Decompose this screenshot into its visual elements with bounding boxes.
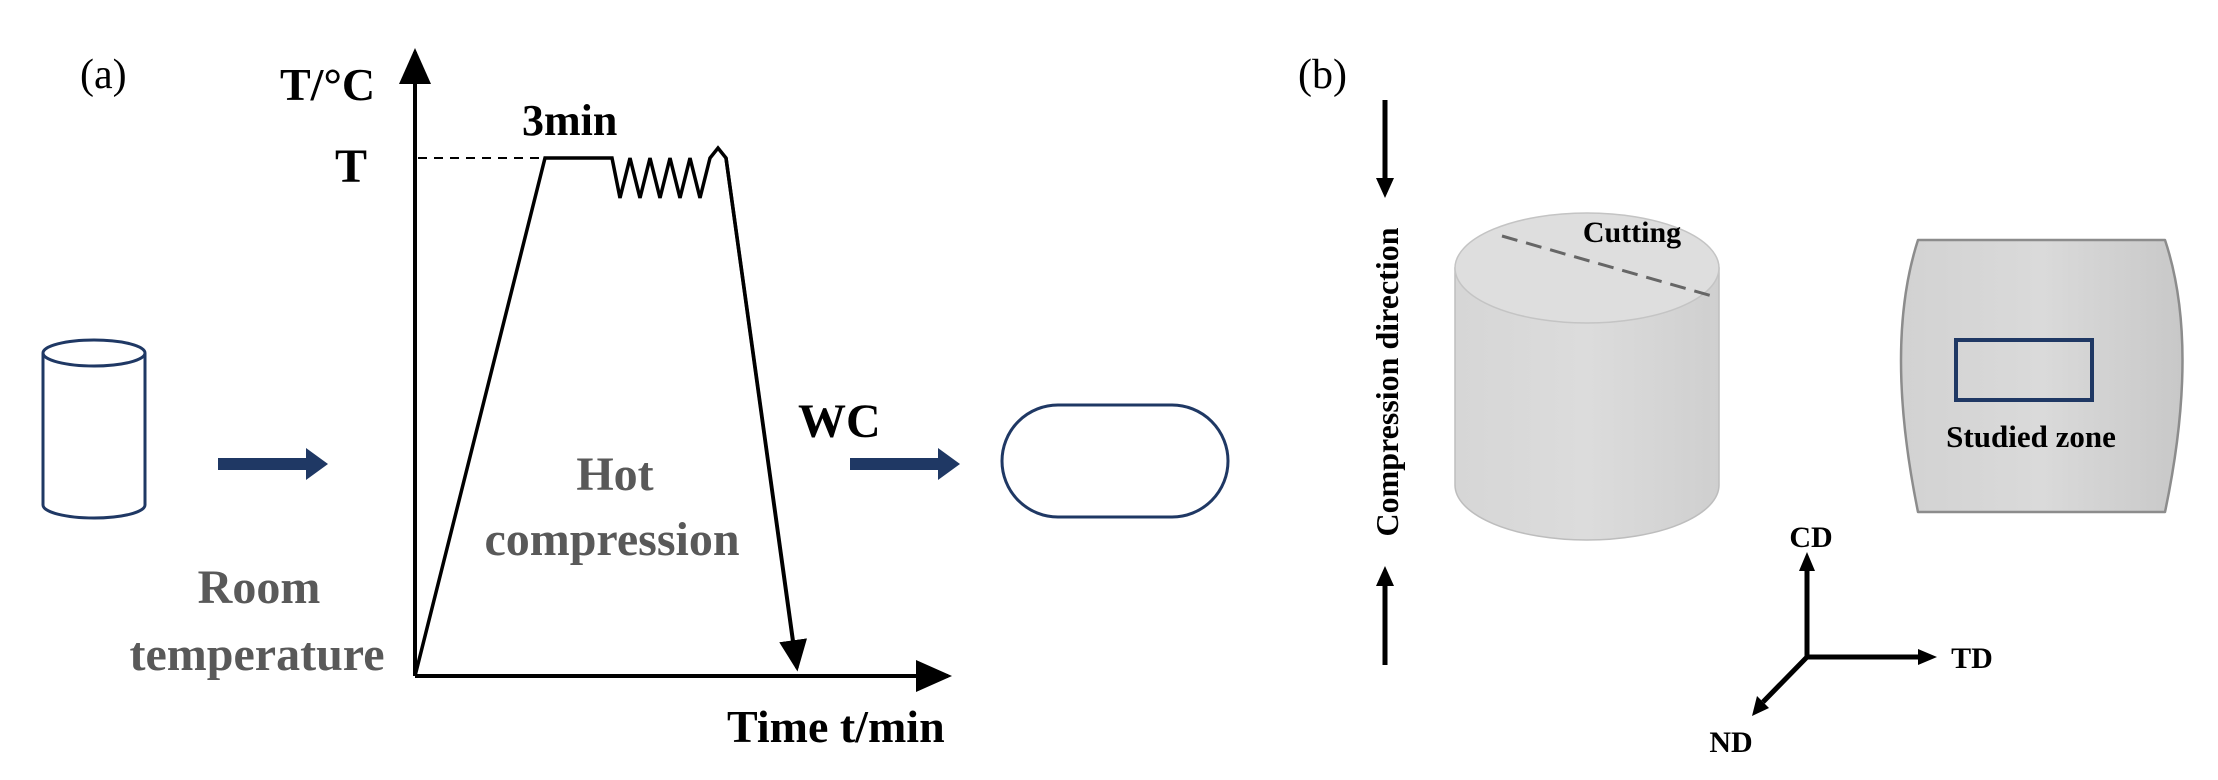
studied-zone-box xyxy=(1954,338,2094,402)
process-label-line1: Hot xyxy=(576,448,653,501)
panel-b-label: (b) xyxy=(1298,52,1347,98)
studied-zone-label: Studied zone xyxy=(1946,419,2116,454)
td-arrowhead xyxy=(1918,649,1937,665)
x-axis-label: Time t/min xyxy=(727,701,945,752)
cooling-arrow xyxy=(724,157,808,672)
cd-label: CD xyxy=(1789,521,1832,554)
process-label-line2: compression xyxy=(484,513,739,566)
initial-specimen-icon xyxy=(41,338,147,520)
nd-label: ND xyxy=(1709,726,1752,759)
cylinder-specimen: Cutting xyxy=(1454,212,1720,541)
hold-time-label: 3min xyxy=(522,96,617,145)
y-axis-label: T/°C xyxy=(280,59,375,110)
barreled-section: Studied zone xyxy=(1899,238,2184,514)
cutting-label: Cutting xyxy=(1583,216,1681,249)
process-arrow-1 xyxy=(218,448,328,480)
start-label-line1: Room xyxy=(198,561,321,614)
quench-label: WC xyxy=(798,395,881,448)
panel-a-label: (a) xyxy=(80,52,127,98)
td-label: TD xyxy=(1951,642,1993,675)
coordinate-axes: CD TD ND xyxy=(1709,521,1993,759)
process-arrow-2 xyxy=(850,448,960,480)
compression-arrow-bottom xyxy=(1376,566,1394,665)
compressed-specimen-icon xyxy=(1000,403,1230,519)
compression-arrow-top xyxy=(1376,100,1394,198)
panel-b: (b) Compression direction Cutting Studie… xyxy=(1298,52,2184,759)
start-label-line2: temperature xyxy=(130,628,385,681)
panel-a: (a) T/°C T 3min Time t/min Hot compressi… xyxy=(41,48,1230,752)
cd-arrowhead xyxy=(1799,552,1815,571)
thermal-profile-curve xyxy=(413,145,798,677)
temperature-label: T xyxy=(335,140,367,193)
compression-direction-label: Compression direction xyxy=(1369,227,1405,536)
nd-arrowhead xyxy=(1752,696,1769,716)
cutting-line xyxy=(1501,234,1713,298)
